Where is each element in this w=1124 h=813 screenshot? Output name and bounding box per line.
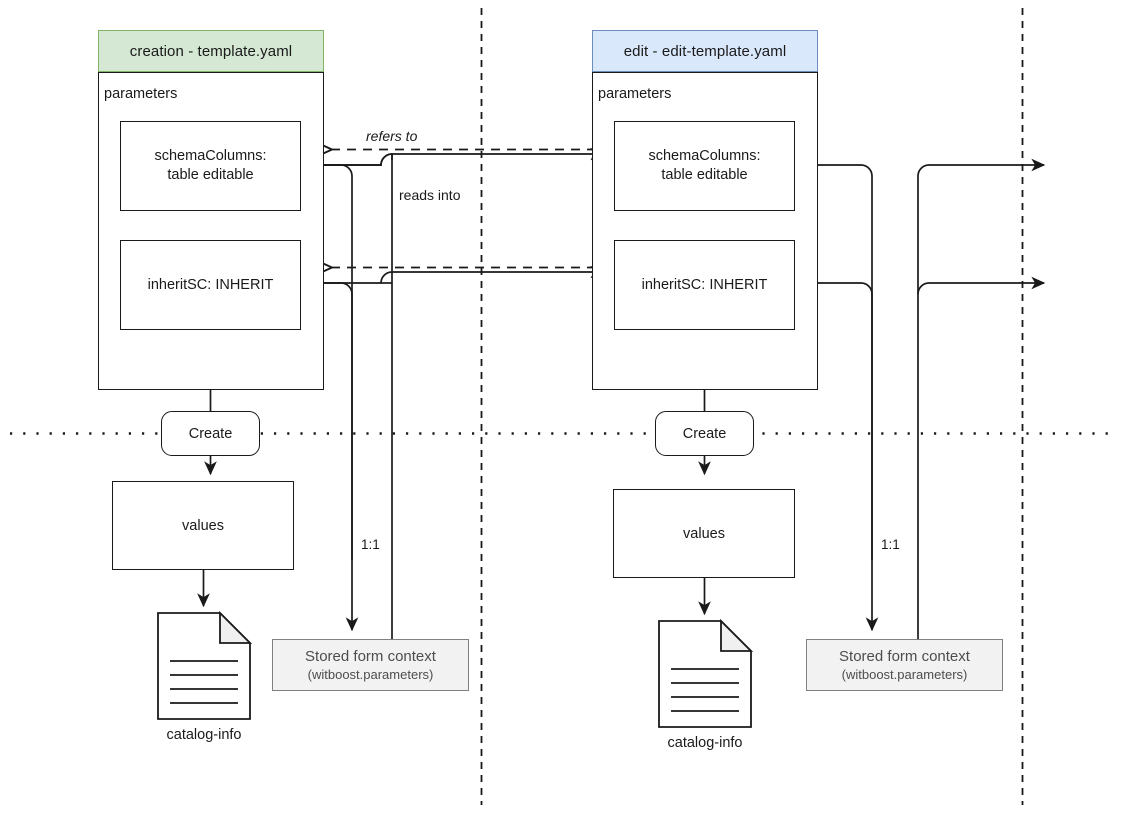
edit-param-schemacolumns[interactable]: schemaColumns: table editable — [614, 121, 795, 211]
creation-stored-form-context: Stored form context (witboost.parameters… — [272, 639, 469, 691]
edit-ratio-label: 1:1 — [878, 537, 903, 552]
edit-param-schemacolumns-line2: table editable — [661, 167, 748, 183]
edge-label-reads-into: reads into — [396, 187, 464, 203]
creation-param-schemacolumns[interactable]: schemaColumns: table editable — [120, 121, 301, 211]
edit-param-inheritsc[interactable]: inheritSC: INHERIT — [614, 240, 795, 330]
creation-stored-title: Stored form context — [305, 648, 436, 665]
edit-stored-form-context: Stored form context (witboost.parameters… — [806, 639, 1003, 691]
creation-param-schemacolumns-line2: table editable — [167, 167, 254, 183]
edit-create-button[interactable]: Create — [655, 411, 754, 456]
edge-creation-stored-return-trunk — [381, 154, 393, 639]
edge-edit-stored-to-right-lane-top — [917, 158, 1046, 639]
edit-catalog-info-caption: catalog-info — [667, 735, 743, 751]
edge-edit-stored-to-right-lane-bottom — [917, 276, 1046, 295]
document-icon — [157, 610, 253, 720]
creation-parameters-label: parameters — [104, 86, 178, 102]
creation-catalog-info-document: catalog-info — [156, 610, 253, 756]
creation-stored-subtitle: (witboost.parameters) — [307, 667, 434, 682]
edge-reads-into-schemacolumns — [301, 147, 605, 166]
edit-parameters-label: parameters — [598, 86, 672, 102]
edit-param-schemacolumns-line1: schemaColumns: — [648, 148, 761, 164]
edit-template-body — [592, 72, 818, 390]
creation-param-inheritsc-line1: inheritSC: INHERIT — [147, 276, 274, 293]
creation-create-button[interactable]: Create — [161, 411, 260, 456]
edit-param-inheritsc-line1: inheritSC: INHERIT — [641, 276, 768, 293]
edit-template-header[interactable]: edit - edit-template.yaml — [592, 30, 818, 72]
edit-catalog-info-document: catalog-info — [657, 618, 754, 764]
creation-catalog-info-caption: catalog-info — [166, 727, 242, 743]
edit-stored-subtitle: (witboost.parameters) — [841, 667, 968, 682]
document-icon — [658, 618, 754, 728]
edge-label-refers-to: refers to — [363, 128, 421, 144]
edit-values-box: values — [613, 489, 795, 578]
creation-param-schemacolumns-line1: schemaColumns: — [154, 148, 267, 164]
creation-ratio-label: 1:1 — [358, 537, 383, 552]
creation-template-header[interactable]: creation - template.yaml — [98, 30, 324, 72]
edge-reads-into-inheritsc — [301, 265, 605, 284]
creation-template-body — [98, 72, 324, 390]
creation-values-box: values — [112, 481, 294, 570]
creation-param-inheritsc[interactable]: inheritSC: INHERIT — [120, 240, 301, 330]
edit-stored-title: Stored form context — [839, 648, 970, 665]
